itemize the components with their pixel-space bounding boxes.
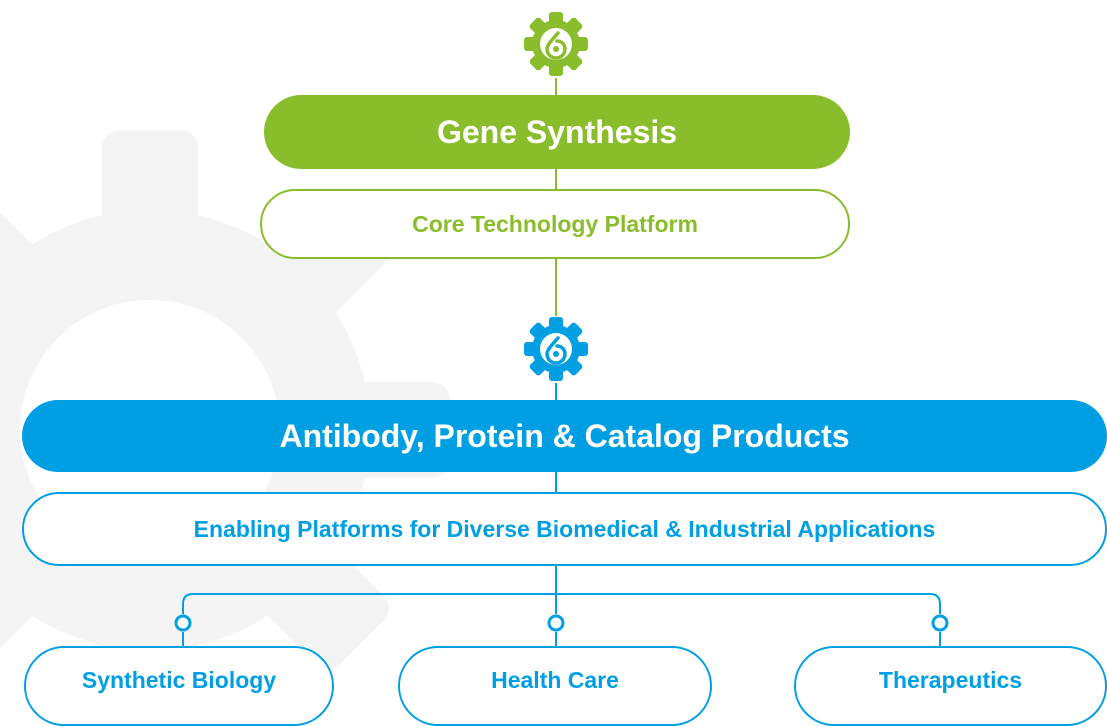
enabling-platforms-label: Enabling Platforms for Diverse Biomedica… bbox=[22, 492, 1107, 566]
application-synthetic-biology: Synthetic Biology bbox=[24, 646, 334, 726]
blue-connectors bbox=[182, 383, 941, 647]
products-banner: Antibody, Protein & Catalog Products bbox=[22, 400, 1107, 472]
gene-synthesis-banner: Gene Synthesis bbox=[264, 95, 850, 169]
connector-node-therapeutics bbox=[931, 614, 949, 632]
gear-drop-icon bbox=[524, 12, 588, 76]
gear-drop-icon bbox=[524, 317, 588, 381]
application-health-care: Health Care bbox=[398, 646, 712, 726]
connector-node-health-care bbox=[547, 614, 565, 632]
application-therapeutics: Therapeutics bbox=[794, 646, 1107, 726]
core-technology-platform-label: Core Technology Platform bbox=[260, 189, 850, 259]
connector-node-synthetic-biology bbox=[174, 614, 192, 632]
